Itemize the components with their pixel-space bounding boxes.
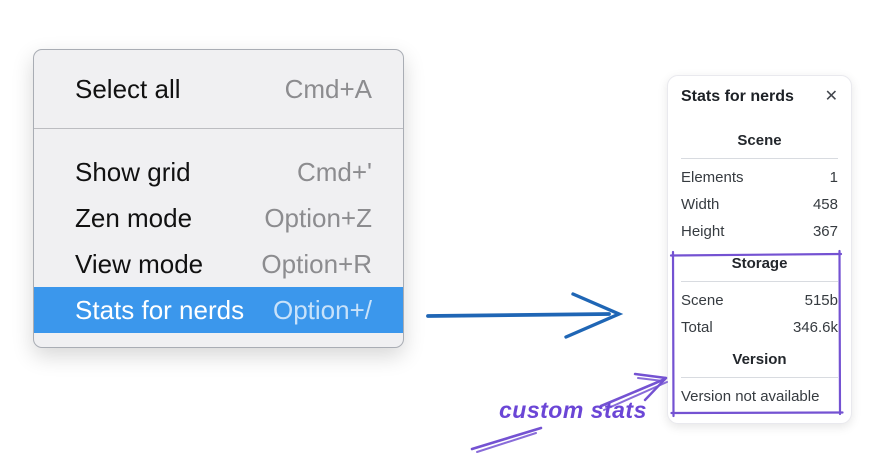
- close-icon[interactable]: ✕: [824, 88, 838, 105]
- stat-value: 515b: [804, 292, 838, 309]
- context-menu: Select all Cmd+A Show grid Cmd+' Zen mod…: [33, 49, 404, 348]
- stat-value: 346.6k: [792, 319, 838, 336]
- stat-label: Elements: [681, 169, 744, 186]
- section-heading: Scene: [737, 132, 782, 149]
- menu-divider: [34, 128, 403, 129]
- section-heading: Storage: [731, 255, 788, 272]
- menu-section-top: Select all Cmd+A: [34, 50, 403, 128]
- blue-arrow: [426, 292, 624, 339]
- panel-title: Stats for nerds: [681, 88, 794, 105]
- menu-item-label: Select all: [75, 73, 181, 104]
- stats-section-storage: Storage Scene 515b Total 346.6k: [681, 255, 838, 341]
- stat-value: 458: [812, 196, 838, 213]
- stat-label: Total: [681, 319, 713, 336]
- stats-section-version: Version Version not available: [681, 351, 838, 410]
- stats-panel-header: Stats for nerds ✕: [681, 88, 838, 106]
- menu-item-label: Zen mode: [75, 202, 193, 233]
- menu-item-shortcut: Cmd+': [296, 156, 372, 187]
- annotation-label: custom stats: [499, 397, 647, 423]
- menu-item-stats-for-nerds[interactable]: Stats for nerds Option+/: [34, 287, 403, 333]
- stats-panel: Stats for nerds ✕ Scene Elements 1 Width…: [667, 75, 852, 424]
- stat-row: Width 458: [681, 191, 838, 218]
- stat-row: Scene 515b: [681, 287, 838, 314]
- menu-item-label: Show grid: [75, 156, 191, 187]
- menu-section-bottom: Show grid Cmd+' Zen mode Option+Z View m…: [34, 129, 403, 333]
- section-divider: [681, 281, 838, 282]
- menu-item-show-grid[interactable]: Show grid Cmd+': [34, 149, 403, 195]
- menu-item-zen-mode[interactable]: Zen mode Option+Z: [34, 195, 403, 241]
- stat-label: Width: [681, 196, 720, 213]
- stat-value: 1: [829, 169, 838, 186]
- stat-row: Elements 1: [681, 164, 838, 191]
- stat-row: Height 367: [681, 218, 838, 245]
- section-divider: [681, 377, 838, 378]
- stat-row: Total 346.6k: [681, 314, 838, 341]
- menu-item-shortcut: Option+R: [261, 248, 372, 279]
- menu-item-view-mode[interactable]: View mode Option+R: [34, 241, 403, 287]
- stats-section-scene: Scene Elements 1 Width 458 Height 367: [681, 132, 838, 245]
- menu-item-select-all[interactable]: Select all Cmd+A: [34, 50, 403, 128]
- stat-label: Scene: [681, 292, 724, 309]
- menu-item-label: Stats for nerds: [75, 294, 245, 325]
- stat-label: Height: [681, 223, 725, 240]
- section-divider: [681, 158, 838, 159]
- menu-item-shortcut: Option+/: [272, 294, 372, 325]
- menu-item-shortcut: Cmd+A: [284, 73, 372, 104]
- version-note: Version not available: [681, 388, 820, 405]
- section-heading: Version: [732, 351, 787, 368]
- stat-value: 367: [812, 223, 838, 240]
- menu-item-label: View mode: [75, 248, 204, 279]
- menu-item-shortcut: Option+Z: [264, 202, 372, 233]
